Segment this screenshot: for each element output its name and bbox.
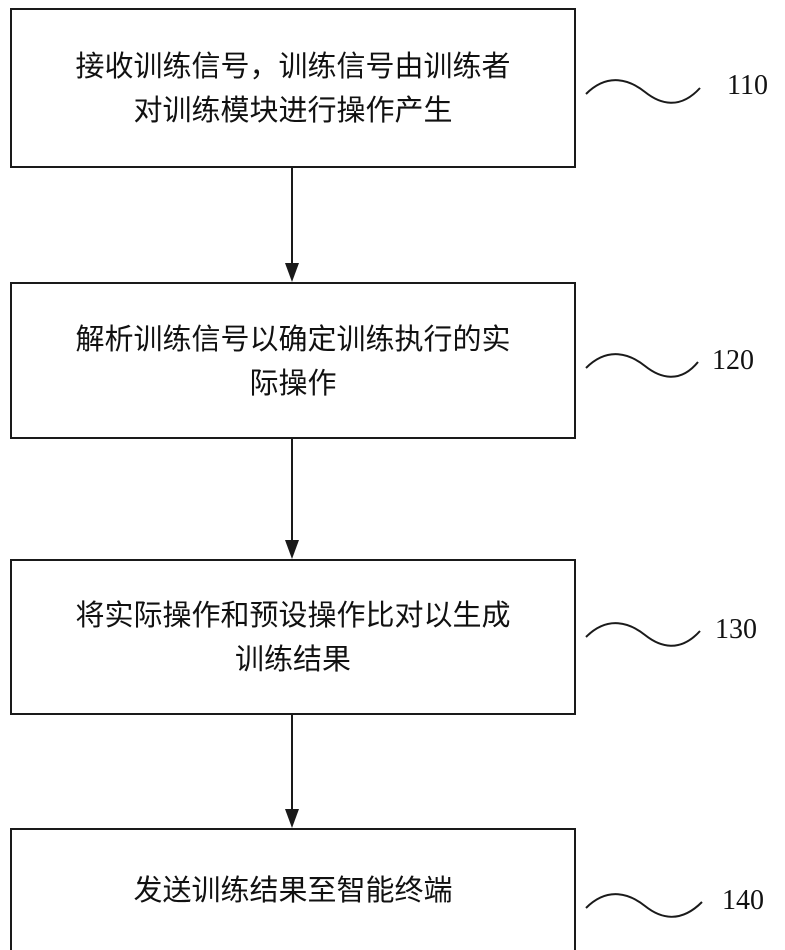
- step-text-line: 将实际操作和预设操作比对以生成: [75, 598, 511, 632]
- step-box-130: 将实际操作和预设操作比对以生成 训练结果: [10, 559, 576, 715]
- step-number-120: 120: [712, 345, 754, 376]
- step-box-140: 发送训练结果至智能终端: [10, 828, 576, 950]
- step-number-130: 130: [715, 614, 757, 645]
- leader-squiggle-130: [585, 622, 701, 647]
- step-text-line: 接收训练信号，训练信号由训练者: [75, 49, 511, 83]
- step-number-140: 140: [722, 885, 764, 916]
- step-number-110: 110: [727, 70, 768, 101]
- flow-arrow-120-130: [285, 439, 299, 559]
- flow-arrow-130-140: [285, 715, 299, 828]
- step-text-line: 解析训练信号以确定训练执行的实: [75, 321, 511, 356]
- leader-squiggle-110: [585, 79, 701, 104]
- step-box-120: 解析训练信号以确定训练执行的实 际操作: [10, 282, 576, 439]
- step-text-line: 对训练模块进行操作产生: [133, 93, 453, 127]
- leader-squiggle-140: [585, 893, 703, 918]
- step-text-line: 训练结果: [234, 642, 351, 676]
- step-box-110: 接收训练信号，训练信号由训练者 对训练模块进行操作产生: [10, 8, 576, 168]
- leader-squiggle-120: [585, 353, 699, 378]
- step-text-line: 际操作: [249, 365, 337, 400]
- step-text-line: 发送训练结果至智能终端: [133, 873, 453, 907]
- flow-arrow-110-120: [285, 168, 299, 282]
